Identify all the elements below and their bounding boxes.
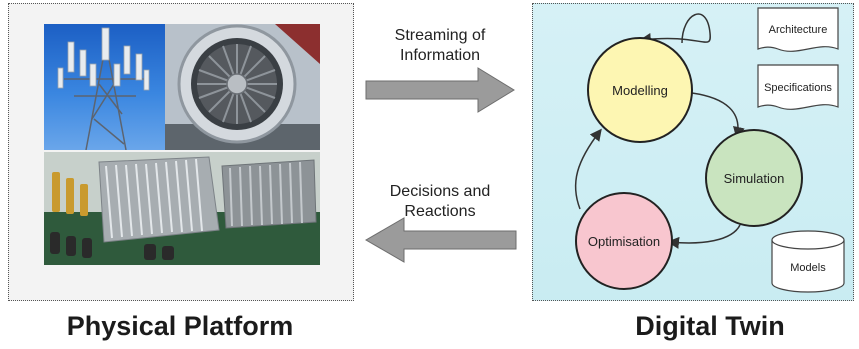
decisions-label: Decisions and Reactions (365, 182, 515, 222)
decisions-arrow (365, 217, 517, 263)
decisions-label-line1: Decisions and (389, 183, 491, 200)
self-loop-arrow (639, 13, 711, 45)
simulation-node: Simulation (705, 129, 803, 227)
cell-tower-image (44, 24, 165, 150)
architecture-document-icon: Architecture (757, 7, 839, 52)
circuit-board-image (44, 152, 320, 265)
optimisation-to-modelling-arrow (574, 128, 602, 210)
streaming-label-line1: Streaming of (394, 27, 486, 44)
modelling-to-simulation-arrow (691, 92, 745, 139)
digital-twin-diagram: Modelling Simulation Optimisation Archit… (574, 7, 845, 293)
streaming-label: Streaming of Information (365, 26, 515, 66)
physical-platform-title: Physical Platform (66, 311, 294, 341)
streaming-arrow (365, 67, 515, 113)
decisions-label-line2: Reactions (404, 203, 476, 220)
specifications-document-icon: Specifications (757, 64, 839, 110)
simulation-to-optimisation-arrow (667, 224, 741, 249)
simulation-label: Simulation (724, 171, 785, 186)
modelling-label: Modelling (612, 83, 668, 98)
optimisation-label: Optimisation (588, 234, 660, 249)
streaming-label-line2: Information (399, 47, 481, 64)
architecture-label: Architecture (769, 24, 828, 36)
modelling-node: Modelling (587, 37, 693, 143)
models-label: Models (790, 262, 826, 274)
models-database-icon: Models (771, 230, 845, 293)
jet-engine-image (165, 24, 320, 150)
specifications-label: Specifications (764, 82, 832, 94)
optimisation-node: Optimisation (575, 192, 673, 290)
digital-twin-title: Digital Twin (635, 311, 785, 341)
